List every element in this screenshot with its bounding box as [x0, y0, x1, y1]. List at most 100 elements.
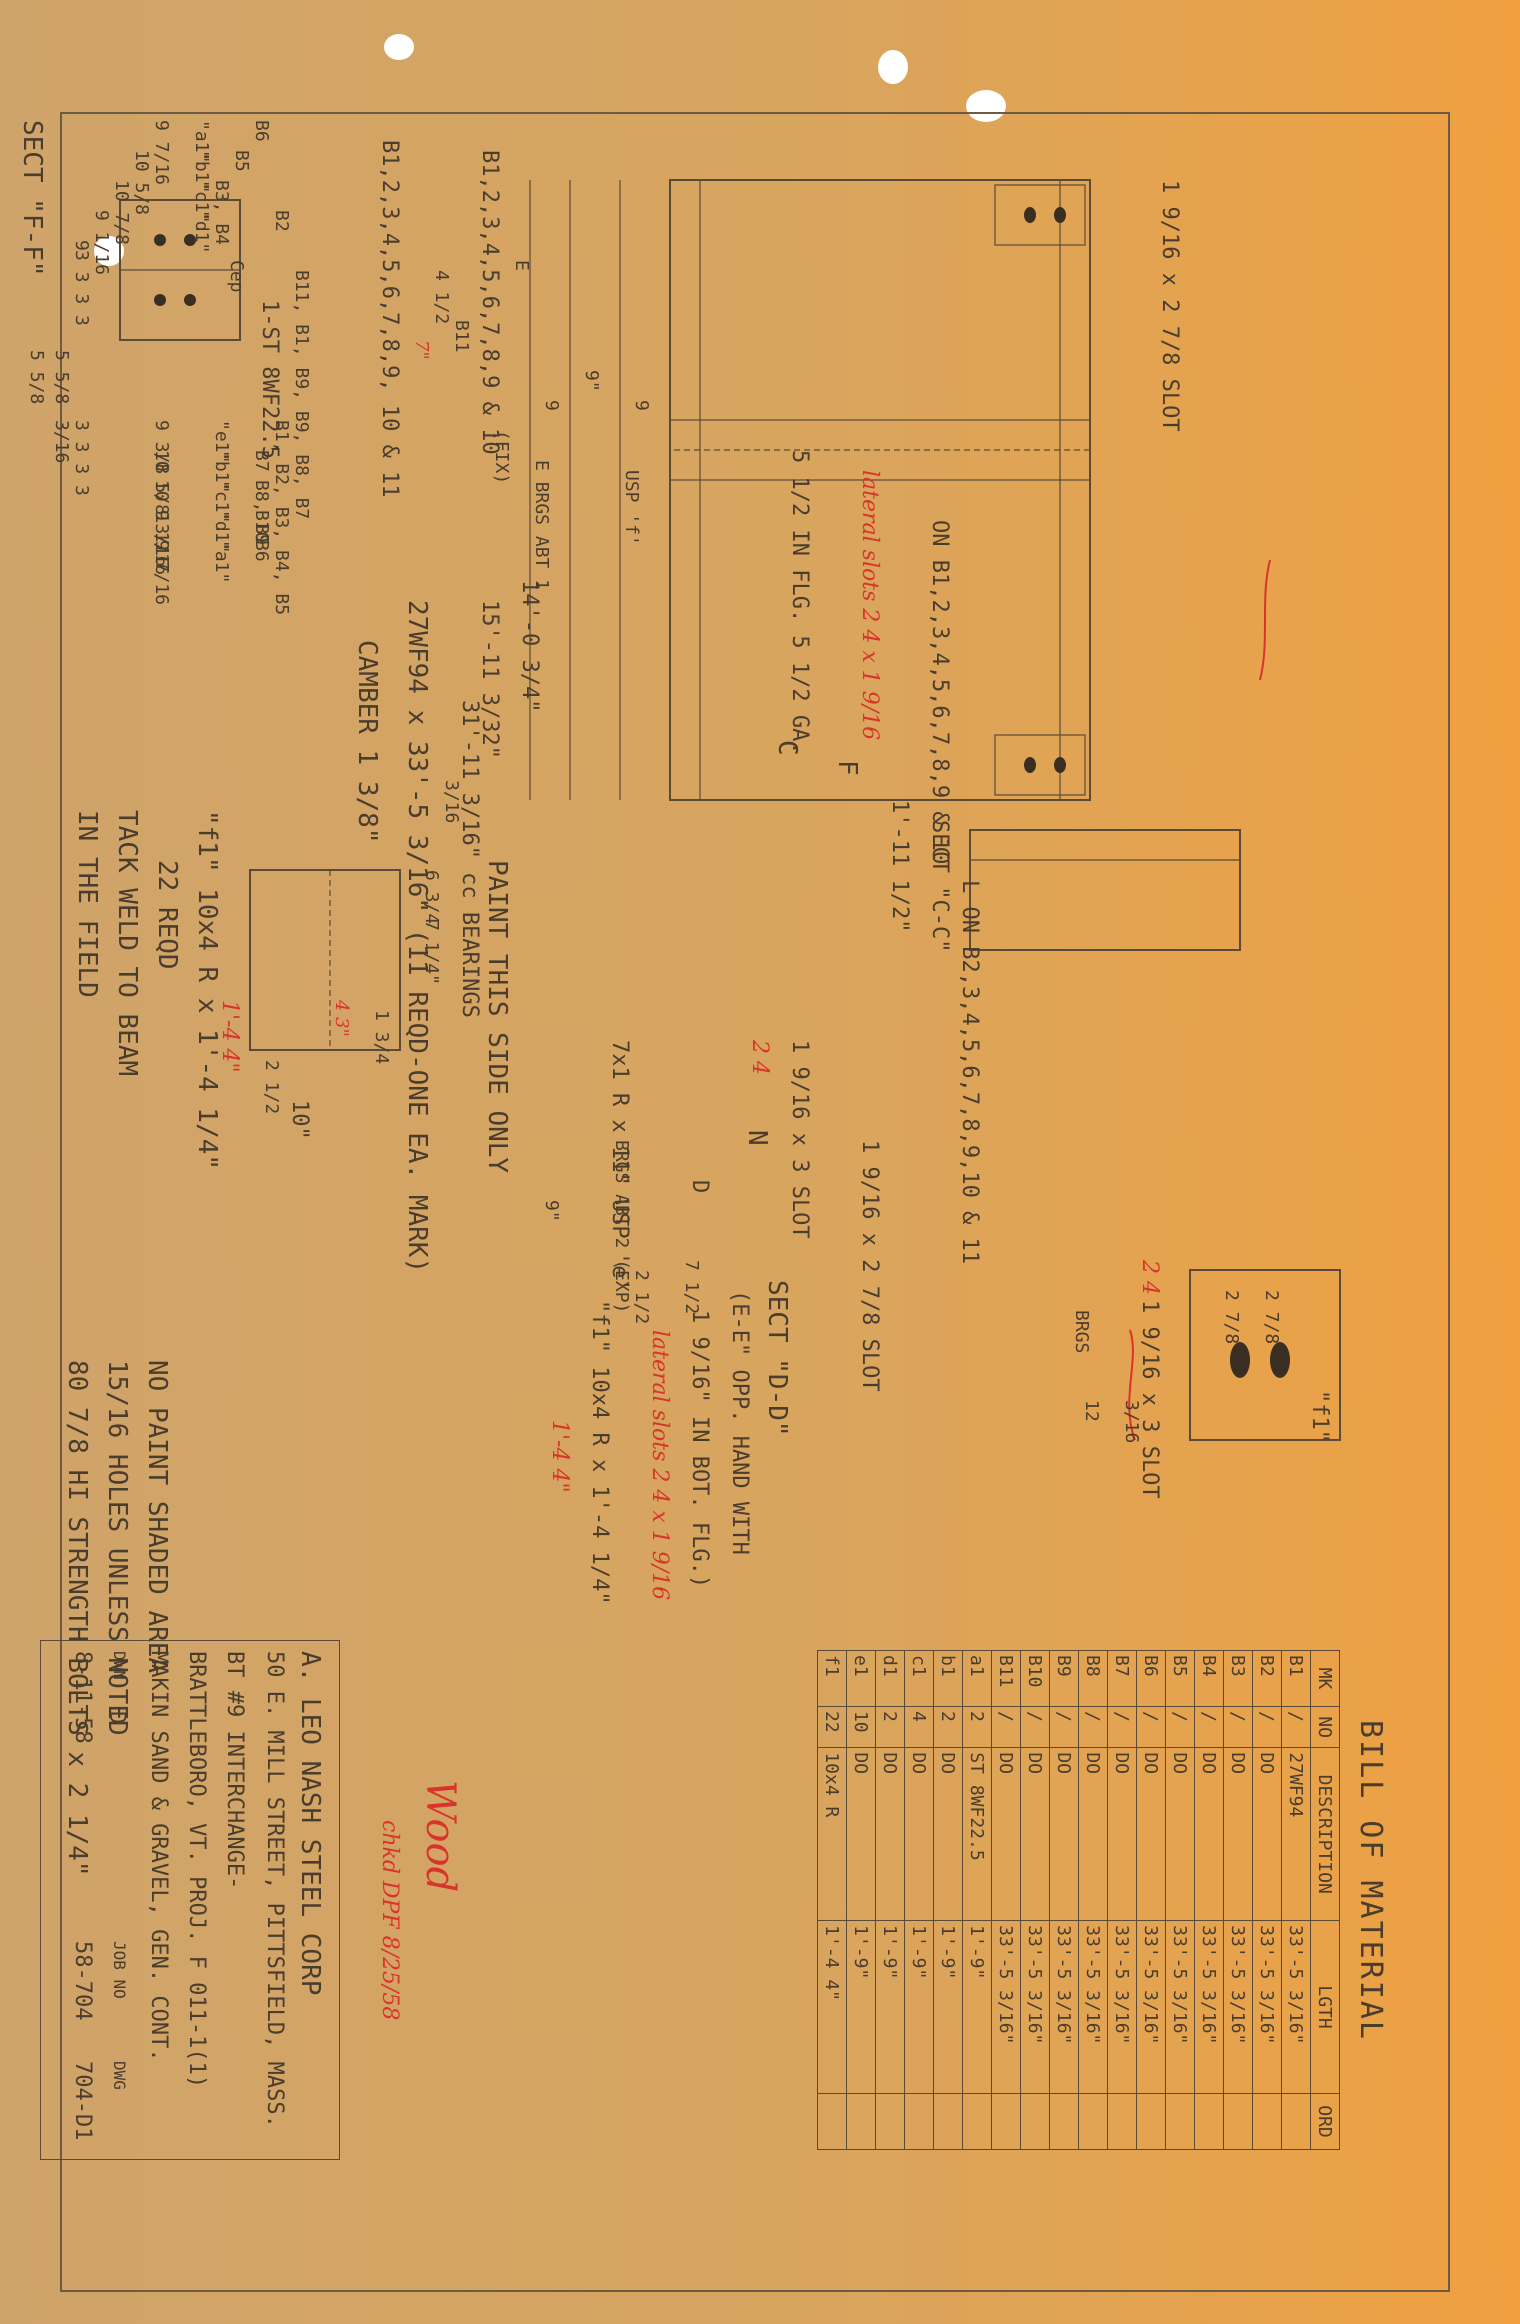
plate-desc2: 22 REQD	[152, 860, 182, 970]
bom-cell: B4	[1194, 1650, 1224, 1707]
section-ff-cep: Cep	[226, 260, 247, 293]
beam-slot-right2: 1 9/16 x 2 7/8 SLOT	[857, 1140, 882, 1392]
beam-exp: BRGS ABT 2 (EXP)	[611, 1140, 632, 1314]
mark-list: B2	[271, 210, 292, 232]
mark-list: B6	[251, 540, 272, 562]
bom-cell: 1'-9"	[904, 1920, 934, 2094]
punch-hole-2	[878, 50, 908, 84]
bom-cell: DO	[904, 1747, 934, 1921]
bom-cell: /	[1281, 1706, 1311, 1748]
mark-list: B6	[251, 120, 272, 142]
bom-cell: DO	[1165, 1747, 1195, 1921]
plate-dim-714: 7 1/4"	[421, 920, 442, 986]
bom-cell: 33'-5 3/16"	[1194, 1920, 1224, 2094]
title-block: A. LEO NASH STEEL CORP 50 E. MILL STREET…	[40, 1640, 340, 2160]
section-dd-dim-278b: 2 7/8	[1221, 1290, 1242, 1345]
beam-dim-14: 14'-0 3/4"	[517, 580, 542, 713]
plate-desc4: IN THE FIELD	[72, 810, 102, 998]
bom-cell: 33'-5 3/16"	[1281, 1920, 1311, 2094]
bom-cell: a1	[962, 1650, 992, 1707]
section-dd-note1: (E-E" OPP. HAND WITH	[727, 1290, 752, 1555]
section-dd-note2: 1 9/16" IN BOT. FLG.)	[687, 1310, 712, 1589]
linework	[119, 179, 1341, 1441]
bom-cell: DO	[846, 1747, 876, 1921]
section-ff-side-dim-1: 5 5/8	[51, 350, 72, 405]
section-dd-title: SECT "D-D"	[762, 1280, 792, 1437]
bom-cell	[1136, 2093, 1166, 2150]
mark-list: B7	[251, 450, 272, 472]
bom-cell	[1020, 2093, 1050, 2150]
bom-cell	[962, 2093, 992, 2150]
beam-fix: (FIX)	[491, 430, 512, 485]
bom-cell: /	[991, 1706, 1021, 1748]
job-location: BRATTLEBORO, VT. PROJ. F 011-1(1)	[184, 1651, 209, 2089]
mark-list: B10	[251, 510, 272, 543]
beam-b11: B11	[451, 320, 472, 353]
bom-cell: /	[1049, 1706, 1079, 1748]
bom-cell: 33'-5 3/16"	[1107, 1920, 1137, 2094]
bom-header: MK	[1310, 1650, 1340, 1707]
dwg-label: DWG	[110, 2061, 129, 2090]
beam-dim-9r: 9"	[541, 1200, 562, 1222]
bom-cell: /	[1165, 1706, 1195, 1748]
bom-cell: DO	[991, 1747, 1021, 1921]
beam-holes-flg: 5 1/2 IN FLG. 5 1/2 GA.	[787, 450, 812, 755]
beam-n-label: N	[742, 1130, 772, 1146]
dim-label: "d1"	[191, 210, 212, 254]
bom-cell: B8	[1078, 1650, 1108, 1707]
bom-header: LGTH	[1310, 1920, 1340, 2094]
bom-cell	[933, 2093, 963, 2150]
bom-cell: /	[1107, 1706, 1137, 1748]
dwn-label: DWN	[110, 1651, 129, 1680]
bom-cell: 33'-5 3/16"	[1078, 1920, 1108, 2094]
job-no-label: JOB NO	[110, 1941, 129, 1999]
dim-value: 9 1/16	[91, 210, 112, 276]
job-no: 58-704	[70, 1941, 95, 2021]
beam-camber: CAMBER 1 3/8"	[352, 640, 382, 844]
beam-dim-31: 31'-11 3/16" cc BEARINGS	[457, 700, 482, 1018]
beam-on-marks-top: ON B1,2,3,4,5,6,7,8,9 & 10	[927, 520, 952, 865]
bom-cell	[1165, 2093, 1195, 2150]
bom-cell: 1'-9"	[933, 1920, 963, 2094]
mark-list: B1, B2, B3, B4, B5	[271, 420, 292, 616]
bom-title: BILL OF MATERIAL	[1353, 1720, 1388, 2041]
punch-hole-1	[384, 34, 414, 60]
bom-cell	[1223, 2093, 1253, 2150]
bom-cell: DO	[1136, 1747, 1166, 1921]
company-address: 50 E. MILL STREET, PITTSFIELD, MASS.	[262, 1651, 287, 2128]
bom-cell: DO	[1223, 1747, 1253, 1921]
beam-marks-mid: B1,2,3,4,5,6,7,8,9 & 10	[477, 150, 502, 455]
red-mark	[1259, 559, 1271, 681]
bom-cell: 33'-5 3/16"	[1165, 1920, 1195, 2094]
bom-cell: 22	[817, 1706, 847, 1748]
bom-cell: DO	[1020, 1747, 1050, 1921]
beam-slot-right: 1 9/16 x 3 SLOT	[787, 1040, 812, 1239]
bom-cell	[1049, 2093, 1079, 2150]
section-dd-dim-316: 3/16	[1121, 1400, 1142, 1444]
job-name: BT #9 INTERCHANGE-	[222, 1651, 247, 1890]
section-ff-side-dim-2: 5 5/8	[26, 350, 47, 405]
section-ff-bolts-top: 3 3 3 3	[71, 250, 92, 326]
bom-cell: DO	[933, 1747, 963, 1921]
bom-cell: B2	[1252, 1650, 1282, 1707]
dwn-by: D	[104, 1711, 129, 1725]
section-dd-red-f1: 1'-4 4"	[547, 1420, 572, 1493]
beam-dim-1112: 1'-11 1/2"	[887, 800, 912, 933]
plate-red-len: 1'-4 4"	[217, 1000, 242, 1073]
bom-cell: 2	[875, 1706, 905, 1748]
bom-cell: DO	[1194, 1747, 1224, 1921]
beam-outline	[669, 179, 1091, 801]
bom-cell: B3	[1223, 1650, 1253, 1707]
bom-cell	[846, 2093, 876, 2150]
bom-cell: B6	[1136, 1650, 1166, 1707]
bom-cell: DO	[1078, 1747, 1108, 1921]
bom-header: NO	[1310, 1706, 1340, 1748]
plate-desc3: TACK WELD TO BEAM	[112, 810, 142, 1077]
bom-header: DESCRIPTION	[1310, 1747, 1340, 1921]
section-dd-dim-278a: 2 7/8	[1261, 1290, 1282, 1345]
beam-slot-left: 1 9/16 x 2 7/8 SLOT	[1157, 180, 1182, 432]
